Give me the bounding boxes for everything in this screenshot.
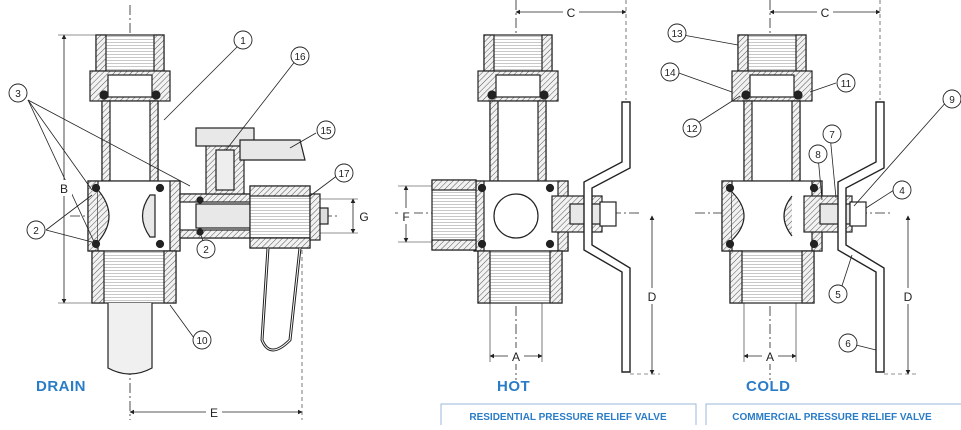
callout-6: 6 bbox=[838, 333, 858, 353]
svg-text:8: 8 bbox=[815, 150, 821, 161]
svg-text:9: 9 bbox=[949, 95, 955, 106]
svg-text:13: 13 bbox=[671, 29, 683, 40]
cold-view bbox=[695, 0, 916, 380]
callout-15: 15 bbox=[316, 120, 336, 140]
callout-9: 9 bbox=[942, 89, 961, 109]
dim-c-hot-label: C bbox=[567, 6, 576, 20]
dim-a-hot-label: A bbox=[512, 350, 520, 364]
svg-text:4: 4 bbox=[899, 186, 905, 197]
dim-d-cold-label: D bbox=[904, 290, 913, 304]
svg-text:12: 12 bbox=[686, 124, 698, 135]
callout-13: 13 bbox=[667, 23, 687, 43]
callout-4: 4 bbox=[892, 180, 912, 200]
dim-b-label: B bbox=[60, 182, 68, 196]
callout-2a: 2 bbox=[26, 220, 46, 240]
dim-a-cold-label: A bbox=[766, 350, 774, 364]
residential-box: RESIDENTIAL PRESSURE RELIEF VALVE bbox=[440, 403, 697, 425]
dim-e-label: E bbox=[210, 406, 218, 420]
cold-title: COLD bbox=[746, 378, 791, 395]
callout-3: 3 bbox=[8, 83, 28, 103]
hot-lever bbox=[583, 101, 631, 373]
commercial-box: COMMERCIAL PRESSURE RELIEF VALVE bbox=[705, 403, 961, 425]
callout-10: 10 bbox=[192, 330, 212, 350]
dim-c-cold-label: C bbox=[821, 6, 830, 20]
drain-title: DRAIN bbox=[36, 378, 86, 395]
svg-text:3: 3 bbox=[15, 89, 21, 100]
residential-box-title: RESIDENTIAL PRESSURE RELIEF VALVE bbox=[469, 412, 667, 423]
svg-text:1: 1 bbox=[240, 36, 246, 47]
callout-16: 16 bbox=[290, 46, 310, 66]
svg-text:11: 11 bbox=[841, 79, 852, 90]
svg-text:14: 14 bbox=[664, 68, 676, 79]
dim-g-label: G bbox=[359, 210, 368, 224]
commercial-box-title: COMMERCIAL PRESSURE RELIEF VALVE bbox=[732, 412, 932, 423]
svg-text:7: 7 bbox=[829, 130, 835, 141]
svg-text:6: 6 bbox=[845, 339, 851, 350]
svg-text:2: 2 bbox=[203, 245, 209, 256]
drain-pipe bbox=[107, 303, 153, 375]
leader-lines bbox=[27, 34, 949, 351]
svg-text:15: 15 bbox=[320, 126, 332, 137]
callout-12: 12 bbox=[682, 118, 702, 138]
callout-17: 17 bbox=[334, 163, 354, 183]
cold-lever bbox=[837, 101, 885, 373]
svg-text:16: 16 bbox=[294, 52, 306, 63]
drain-lever-handle bbox=[239, 139, 306, 161]
callout-8: 8 bbox=[808, 144, 828, 164]
dimension-labels: B E G F C C A A D D bbox=[56, 4, 916, 420]
svg-text:5: 5 bbox=[835, 290, 841, 301]
callout-1: 1 bbox=[233, 30, 253, 50]
svg-text:10: 10 bbox=[196, 336, 208, 347]
svg-text:2: 2 bbox=[33, 226, 39, 237]
callout-14: 14 bbox=[660, 62, 680, 82]
dim-d-hot-label: D bbox=[648, 290, 657, 304]
svg-text:17: 17 bbox=[338, 169, 350, 180]
callout-11: 11 bbox=[836, 73, 856, 93]
callout-2b: 2 bbox=[196, 239, 216, 259]
callouts: 1 16 3 15 17 2 2 10 13 14 11 9 12 7 8 4 … bbox=[8, 23, 961, 353]
dim-f-label: F bbox=[402, 210, 409, 224]
hot-title: HOT bbox=[497, 378, 530, 395]
callout-5: 5 bbox=[828, 284, 848, 304]
drain-view bbox=[58, 5, 358, 420]
callout-7: 7 bbox=[822, 124, 842, 144]
hot-view bbox=[395, 0, 660, 380]
